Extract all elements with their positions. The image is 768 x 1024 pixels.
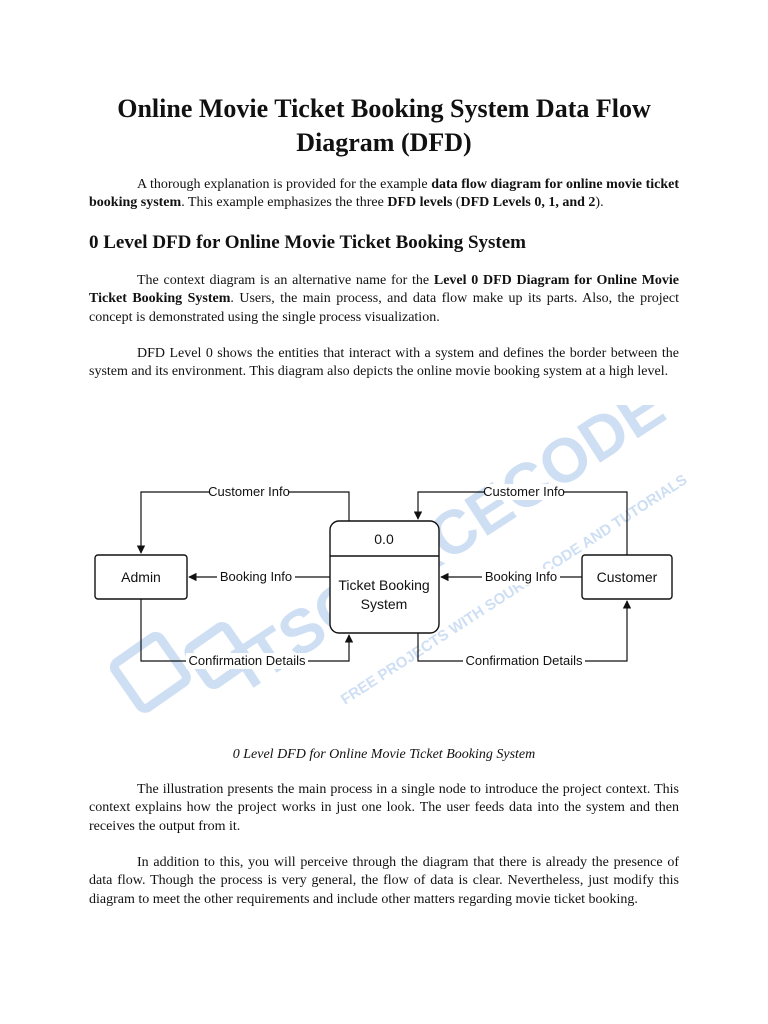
- para-text: In addition to this, you will perceive t…: [89, 855, 679, 907]
- intro-text: . This example emphasizes the three: [181, 195, 388, 211]
- flow-label-customer-info-left: Customer Info: [208, 484, 290, 499]
- flow-booking-info-right: Booking Info: [440, 569, 582, 585]
- figure-caption: 0 Level DFD for Online Movie Ticket Book…: [232, 747, 536, 762]
- flow-label-customer-info-right: Customer Info: [483, 484, 565, 499]
- intro-paragraph: A thorough explanation is provided for t…: [89, 176, 679, 213]
- para-text: . Users, the main process, and data flow…: [89, 291, 679, 325]
- page-title: Online Movie Ticket Booking System Data …: [117, 94, 651, 157]
- entity-admin: Admin: [94, 554, 188, 600]
- flow-label-booking-info-left: Booking Info: [220, 569, 292, 584]
- flow-booking-info-left: Booking Info: [188, 569, 330, 585]
- intro-bold: DFD Levels 0, 1, and 2: [460, 195, 596, 211]
- section-heading: 0 Level DFD for Online Movie Ticket Book…: [89, 232, 526, 253]
- entity-customer: Customer: [581, 554, 673, 600]
- entity-admin-label: Admin: [121, 569, 161, 585]
- process-id: 0.0: [374, 531, 394, 547]
- dfd-level0-diagram: ITSOURCECODE FREE PROJECTS WITH SOURCE C…: [94, 405, 690, 713]
- para-bold: Level 0 DFD Diagram for Online Movie Tic…: [89, 273, 680, 307]
- intro-bold: DFD levels: [387, 195, 453, 211]
- paragraph-context: The context diagram is an alternative na…: [89, 272, 679, 327]
- flow-label-booking-info-right: Booking Info: [485, 569, 557, 584]
- intro-bold: data flow diagram for online movie ticke…: [89, 177, 680, 211]
- flow-label-confirmation-left: Confirmation Details: [188, 653, 306, 668]
- para-text: DFD Level 0 shows the entities that inte…: [89, 346, 679, 380]
- process-name-line2: System: [361, 596, 408, 612]
- intro-text: (: [452, 195, 461, 211]
- para-text: The context diagram is an alternative na…: [137, 273, 434, 288]
- paragraph-addition: In addition to this, you will perceive t…: [89, 854, 679, 909]
- process-name-line1: Ticket Booking: [338, 577, 429, 593]
- flow-label-confirmation-right: Confirmation Details: [465, 653, 583, 668]
- process-ticket-booking: 0.0 Ticket Booking System: [329, 520, 440, 634]
- flow-confirmation-left: Confirmation Details: [140, 599, 354, 669]
- flow-customer-info-right: Customer Info: [413, 484, 628, 555]
- flow-confirmation-right: Confirmation Details: [417, 600, 632, 669]
- flow-customer-info-left: Customer Info: [136, 484, 350, 554]
- entity-customer-label: Customer: [597, 569, 658, 585]
- paragraph-illustration: The illustration presents the main proce…: [89, 781, 679, 836]
- intro-text: ).: [595, 195, 604, 211]
- paragraph-level0: DFD Level 0 shows the entities that inte…: [89, 345, 679, 382]
- intro-text: A thorough explanation is provided for t…: [137, 177, 432, 192]
- para-text: The illustration presents the main proce…: [89, 782, 679, 834]
